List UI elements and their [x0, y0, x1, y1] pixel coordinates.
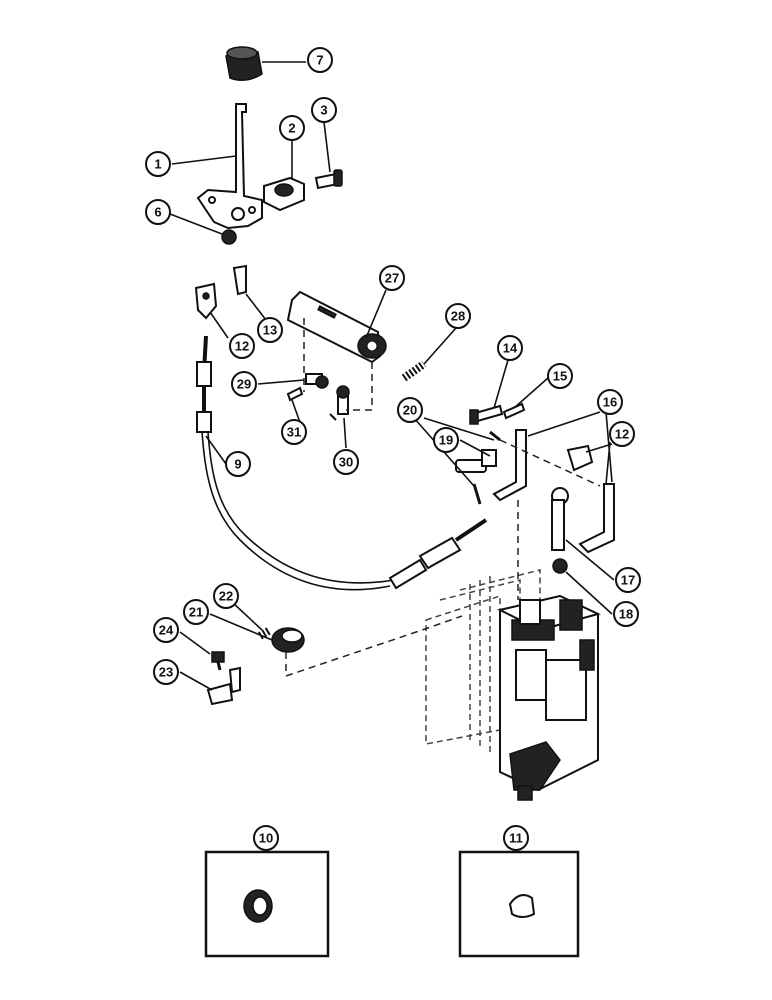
rod-end-part [551, 487, 569, 551]
clip-31-part [286, 386, 304, 402]
nut-part [221, 229, 237, 245]
bolt-part [314, 169, 343, 190]
cam-housing-part [286, 290, 387, 364]
nut-18-part [552, 558, 568, 574]
callout-1: 1 [145, 151, 171, 177]
callout-2: 2 [279, 115, 305, 141]
callout-9: 9 [225, 451, 251, 477]
svg-text:16: 16 [603, 395, 617, 410]
mounting-bracket-part [206, 666, 241, 706]
svg-text:30: 30 [339, 455, 353, 470]
pin-part [469, 404, 504, 425]
svg-text:13: 13 [263, 323, 277, 338]
callout-31: 31 [281, 419, 307, 445]
svg-text:21: 21 [189, 605, 203, 620]
callout-14: 14 [497, 335, 523, 361]
callout-16: 16 [597, 389, 623, 415]
svg-text:7: 7 [316, 53, 323, 68]
control-cable-part [196, 335, 488, 591]
svg-text:12: 12 [615, 427, 629, 442]
inset-box-11 [458, 850, 580, 958]
pivot-bracket-part [263, 176, 305, 212]
svg-text:29: 29 [237, 377, 251, 392]
callout-12-upper: 12 [229, 333, 255, 359]
callout-23: 23 [153, 659, 179, 685]
inset-box-10 [204, 850, 330, 958]
svg-text:17: 17 [621, 573, 635, 588]
svg-text:27: 27 [385, 271, 399, 286]
callout-10: 10 [253, 825, 279, 851]
callout-3: 3 [311, 97, 337, 123]
callout-27: 27 [379, 265, 405, 291]
svg-text:31: 31 [287, 425, 301, 440]
svg-text:10: 10 [259, 831, 273, 846]
svg-text:1: 1 [154, 157, 161, 172]
callout-29: 29 [231, 371, 257, 397]
svg-text:2: 2 [288, 121, 295, 136]
callout-18: 18 [613, 601, 639, 627]
svg-text:23: 23 [159, 665, 173, 680]
callout-20: 20 [397, 397, 423, 423]
callout-24: 24 [153, 617, 179, 643]
callout-19: 19 [433, 427, 459, 453]
svg-text:20: 20 [403, 403, 417, 418]
callout-12-lower: 12 [609, 421, 635, 447]
clevis-lower-part [566, 444, 594, 472]
pin-30-part [329, 385, 350, 421]
callout-11: 11 [503, 825, 529, 851]
svg-text:18: 18 [619, 607, 633, 622]
spring-part [401, 360, 427, 382]
callout-30: 30 [333, 449, 359, 475]
retaining-clip-part [502, 402, 526, 420]
svg-text:14: 14 [503, 341, 518, 356]
cotter-pin-20-part [472, 430, 501, 505]
callout-28: 28 [445, 303, 471, 329]
callout-13: 13 [257, 317, 283, 343]
callout-21: 21 [183, 599, 209, 625]
knob-part [225, 46, 263, 81]
callout-22: 22 [213, 583, 239, 609]
svg-text:11: 11 [509, 831, 523, 846]
pin-29-part [305, 373, 329, 389]
screw-part [211, 651, 225, 671]
svg-text:15: 15 [553, 369, 567, 384]
svg-text:3: 3 [320, 103, 327, 118]
control-lever-part [196, 103, 263, 230]
bracket-16-part [492, 429, 615, 554]
callout-17: 17 [615, 567, 641, 593]
callout-6: 6 [145, 199, 171, 225]
control-valve-assembly [425, 569, 601, 801]
svg-text:6: 6 [154, 205, 161, 220]
pin-19-part [455, 449, 497, 473]
svg-text:19: 19 [439, 433, 453, 448]
callout-15: 15 [547, 363, 573, 389]
detent-knob-part [271, 627, 305, 653]
assembly-lines [285, 318, 601, 678]
clip-part [232, 264, 247, 296]
svg-text:24: 24 [159, 623, 174, 638]
svg-text:12: 12 [235, 339, 249, 354]
svg-text:28: 28 [451, 309, 465, 324]
callout-7: 7 [307, 47, 333, 73]
svg-text:22: 22 [219, 589, 233, 604]
svg-text:9: 9 [234, 457, 241, 472]
clevis-upper-part [194, 282, 218, 320]
